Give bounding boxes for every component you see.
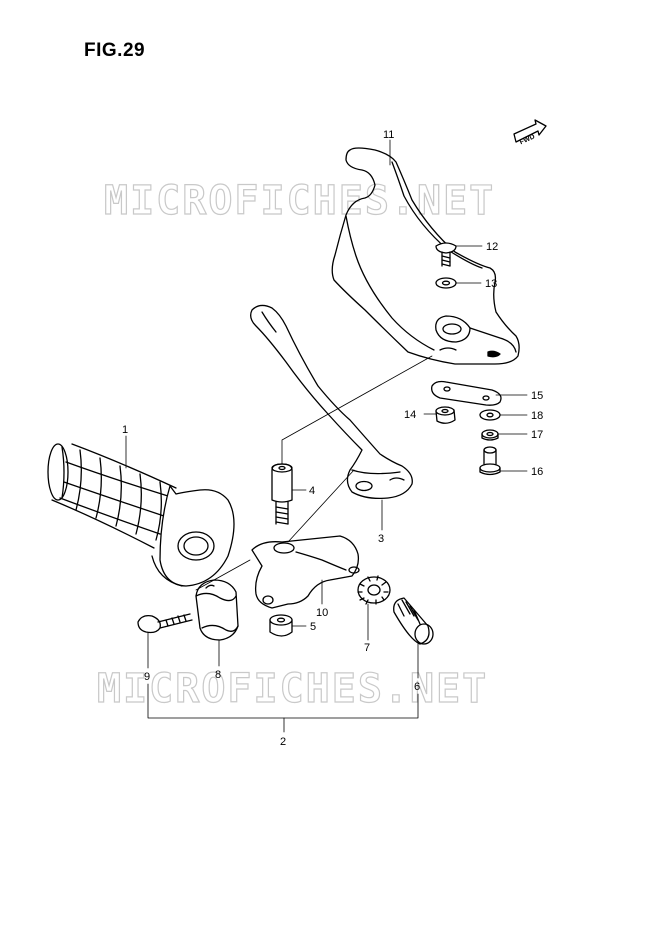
part-screw-9 [137,613,193,634]
part-adjuster-bolt-6 [393,597,434,645]
callout-7: 7 [364,642,370,654]
callout-4: 4 [309,485,315,497]
part-nut-5 [269,614,293,637]
assembly-lines [195,355,433,591]
callout-15: 15 [531,390,543,402]
callout-5: 5 [310,621,316,633]
part-washer-17 [481,429,499,441]
callout-11: 11 [383,129,394,141]
callout-9: 9 [144,671,150,683]
callout-14: 14 [404,409,416,421]
part-clutch-lever [250,304,413,500]
callout-13: 13 [485,278,497,290]
callout-3: 3 [378,533,384,545]
part-nut-14 [435,406,456,424]
callout-1: 1 [122,424,128,436]
fwd-arrow-badge: FWD [513,119,547,146]
part-washer-13 [435,277,457,289]
part-plate-15 [431,380,502,406]
callout-labels: 11 12 13 15 14 18 17 16 1 4 3 10 5 7 8 6… [122,129,543,748]
part-pivot-bolt-16 [479,446,501,476]
callout-17: 17 [531,429,543,441]
part-grip [47,443,235,587]
part-screw-12 [435,242,457,267]
watermark-top: MICROFICHES.NET [103,177,496,224]
callout-10: 10 [316,607,328,619]
callout-16: 16 [531,466,543,478]
callout-8: 8 [215,669,221,681]
callout-6: 6 [414,681,420,693]
part-washer-18 [479,409,501,421]
part-lever-bracket [251,535,360,609]
part-pivot-pin-4 [271,463,293,525]
callout-18: 18 [531,410,543,422]
leader-lines [125,139,528,733]
part-hand-guard [331,147,520,365]
part-clamp-8 [195,579,239,641]
callout-2: 2 [280,736,286,748]
callout-12: 12 [486,241,498,253]
figure-title: FIG.29 [84,40,146,61]
part-adjuster-nut-7 [357,575,391,605]
watermark-bottom: MICROFICHES.NET [96,665,489,712]
